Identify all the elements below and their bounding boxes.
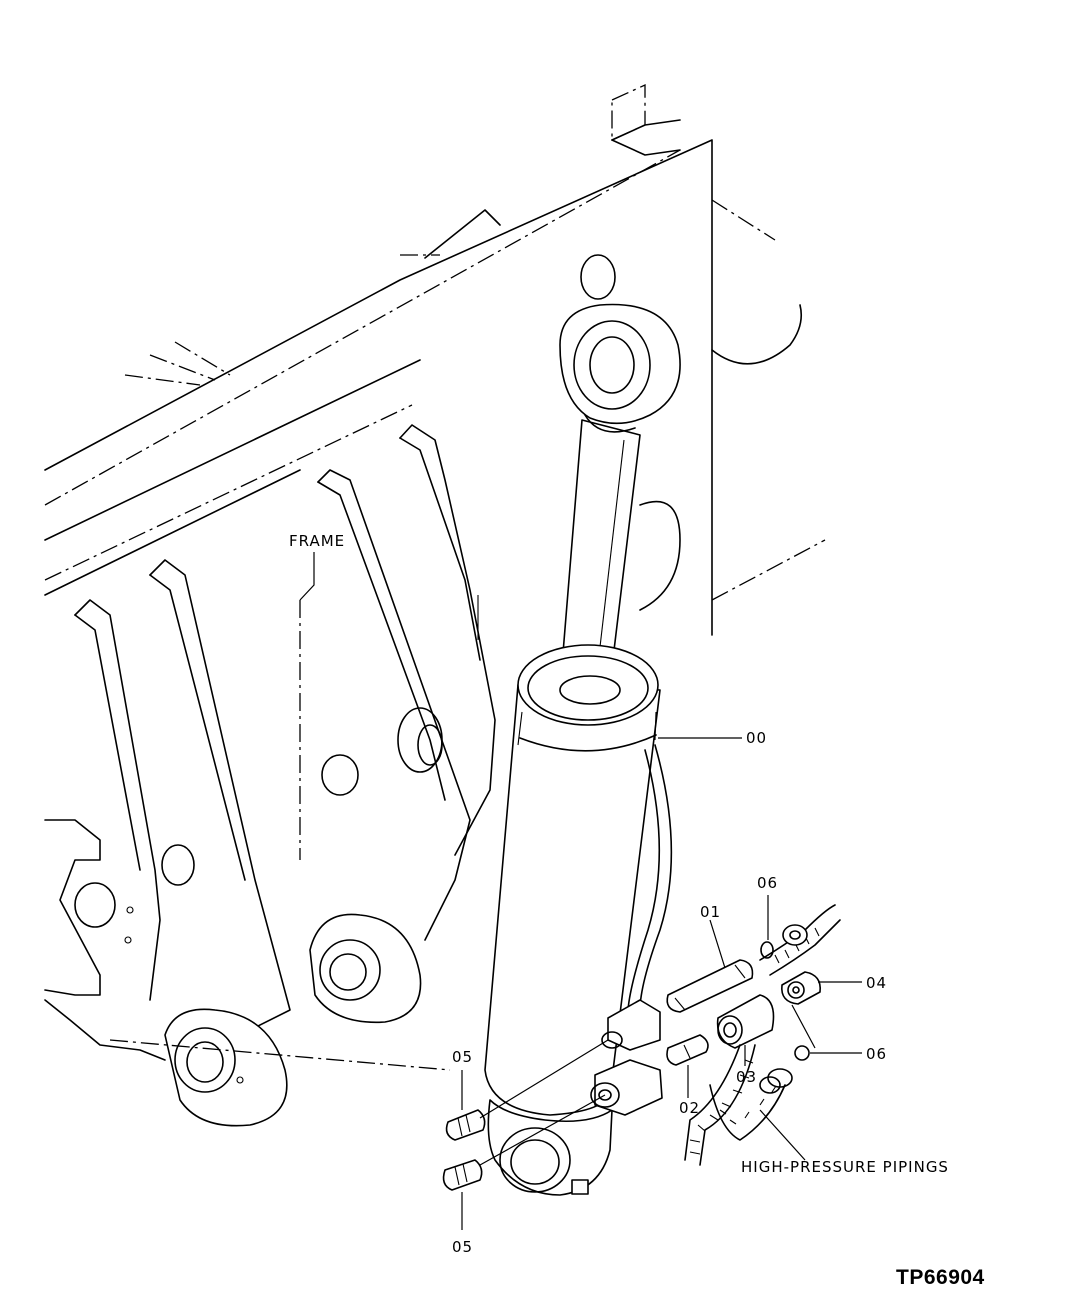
part-ref-06-lower: 06 [866, 1045, 887, 1063]
part-ref-04: 04 [866, 974, 887, 992]
part-ref-01: 01 [700, 903, 721, 921]
frame-beam [44, 83, 826, 636]
part-ref-03: 03 [736, 1068, 757, 1086]
high-pressure-pipings-label: HIGH-PRESSURE PIPINGS [741, 1158, 949, 1176]
hydraulic-cylinder [484, 303, 681, 1196]
frame-plates [44, 424, 496, 1127]
part-ref-05-lower: 05 [452, 1238, 473, 1256]
part-ref-02: 02 [679, 1099, 700, 1117]
fittings-and-hoses [442, 904, 841, 1191]
frame-label: FRAME [289, 532, 345, 550]
drawing-number: TP66904 [896, 1266, 985, 1289]
part-ref-00: 00 [746, 729, 767, 747]
text-labels: FRAME HIGH-PRESSURE PIPINGS TP66904 00 0… [289, 532, 985, 1289]
part-ref-05-upper: 05 [452, 1048, 473, 1066]
part-ref-06-upper: 06 [757, 874, 778, 892]
leader-lines [299, 552, 862, 1230]
